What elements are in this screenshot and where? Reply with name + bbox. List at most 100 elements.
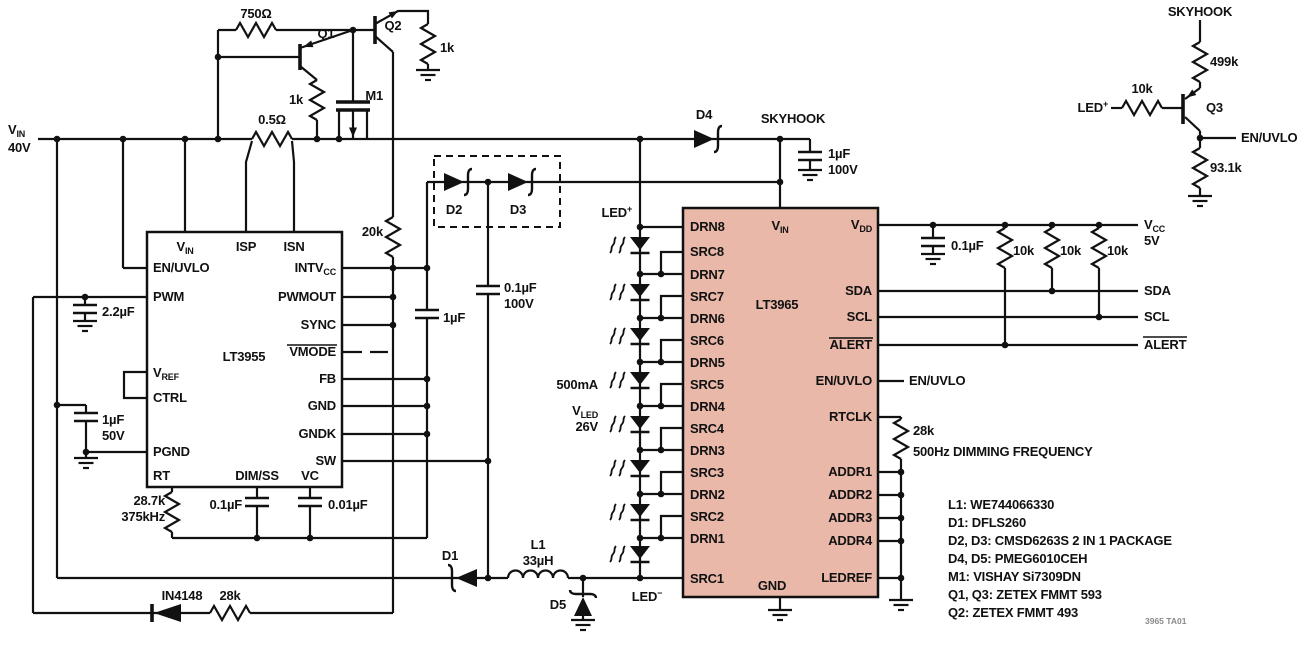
inductor-l1-value: 33µH bbox=[523, 553, 554, 568]
q1-label: Q1 bbox=[318, 26, 335, 41]
lt3955-pin-dimss: DIM/SS bbox=[235, 468, 279, 483]
lt3965-pin-alert: ALERT bbox=[830, 337, 873, 352]
led-7 bbox=[608, 282, 652, 302]
cap-1uf50v-label: 1µF bbox=[102, 412, 124, 427]
diode-d5-label: D5 bbox=[550, 597, 566, 612]
lt3965-pin-src8: SRC8 bbox=[690, 244, 724, 259]
lt3955-pin-pwmout: PWMOUT bbox=[278, 289, 336, 304]
lt3965-pin-drn4: DRN4 bbox=[690, 399, 726, 414]
junction-dots bbox=[53, 26, 1204, 582]
vled-value: 26V bbox=[575, 419, 598, 434]
ground-icon bbox=[766, 608, 794, 622]
lt3955-pin-pwm: PWM bbox=[153, 289, 184, 304]
cap-vdd-label: 0.1µF bbox=[951, 238, 984, 253]
ground-icon bbox=[919, 252, 947, 266]
lt3955-pin-gnd: GND bbox=[308, 398, 336, 413]
enuvlo-right-label: EN/UVLO bbox=[1241, 130, 1297, 145]
cap-skyhook-label: 1µF bbox=[828, 146, 850, 161]
diode-d2 bbox=[444, 167, 474, 197]
ground-icon bbox=[72, 456, 100, 470]
led-6 bbox=[608, 326, 652, 346]
resistor-499k-label: 499k bbox=[1210, 54, 1239, 69]
led-4 bbox=[608, 414, 652, 434]
resistor-10k-base-label: 10k bbox=[1131, 81, 1153, 96]
resistor-10k-2 bbox=[1043, 226, 1061, 270]
led-minus-label: LED− bbox=[632, 588, 662, 604]
lt3965-pin-enuvlo: EN/UVLO bbox=[816, 373, 872, 388]
ic-lt3955-body bbox=[145, 230, 344, 489]
diode-d4 bbox=[694, 124, 724, 154]
diode-d2-label: D2 bbox=[446, 202, 462, 217]
cap-1uf-intvcc bbox=[413, 308, 441, 320]
cap-0p1uf-100v bbox=[474, 284, 502, 296]
resistor-28k-rtclk-label: 28k bbox=[913, 423, 935, 438]
cap-dimss-label: 0.1µF bbox=[209, 497, 242, 512]
cap-1uf50v-voltage: 50V bbox=[102, 428, 125, 443]
lt3965-pin-drn7: DRN7 bbox=[690, 267, 725, 282]
led-plus-right-label: LED+ bbox=[1078, 99, 1108, 115]
diode-d3-label: D3 bbox=[510, 202, 526, 217]
lt3965-pin-drn5: DRN5 bbox=[690, 355, 725, 370]
lt3955-pin-vc: VC bbox=[301, 468, 319, 483]
pullup-2-label: 10k bbox=[1060, 243, 1082, 258]
ic-lt3965-name: LT3965 bbox=[756, 297, 799, 312]
lt3965-pin-addr4: ADDR4 bbox=[828, 533, 873, 548]
resistor-20k bbox=[384, 215, 402, 259]
lt3965-pin-addr2: ADDR2 bbox=[828, 487, 872, 502]
figure-number: 3965 TA01 bbox=[1145, 616, 1187, 626]
diode-in4148 bbox=[150, 604, 181, 622]
lt3955-pin-intvcc: INTVCC bbox=[295, 260, 337, 277]
vin-source-label: VIN bbox=[8, 122, 25, 139]
lt3965-pin-src3: SRC3 bbox=[690, 465, 724, 480]
labels: VIN 40V 750Ω Q1 1k Q2 1k M1 0.5Ω 2.2µF 1… bbox=[8, 4, 1298, 626]
diode-d5 bbox=[568, 588, 598, 616]
diode-d4-label: D4 bbox=[696, 107, 713, 122]
resistor-28p7k-label: 28.7k bbox=[133, 493, 166, 508]
ground-icon bbox=[796, 168, 824, 182]
scl-net-label: SCL bbox=[1144, 309, 1170, 324]
inductor-l1 bbox=[506, 569, 570, 579]
lt3965-pin-src2: SRC2 bbox=[690, 509, 724, 524]
lt3955-pin-sw: SW bbox=[315, 453, 336, 468]
led-3 bbox=[608, 458, 652, 478]
resistor-28p7k-freq: 375kHz bbox=[121, 509, 165, 524]
vled-label: VLED bbox=[572, 403, 599, 420]
resistor-28k-rtclk bbox=[892, 417, 910, 461]
lt3955-pin-rt: RT bbox=[153, 468, 170, 483]
resistor-750 bbox=[234, 21, 278, 39]
lt3965-pin-drn3: DRN3 bbox=[690, 443, 725, 458]
resistor-10k-1 bbox=[996, 226, 1014, 270]
bom-line-d2d3: D2, D3: CMSD6263S 2 IN 1 PACKAGE bbox=[948, 533, 1172, 548]
q3-label: Q3 bbox=[1206, 100, 1223, 115]
lt3955-pin-vref: VREF bbox=[153, 365, 180, 382]
q2-label: Q2 bbox=[385, 18, 402, 33]
cap-skyhook-voltage: 100V bbox=[828, 162, 858, 177]
transistor-q2 bbox=[373, 11, 398, 44]
cap-boost-voltage: 100V bbox=[504, 296, 534, 311]
diode-d1-label: D1 bbox=[442, 548, 458, 563]
vin-source-value: 40V bbox=[8, 140, 31, 155]
vcc-net-label: VCC bbox=[1144, 217, 1166, 234]
lt3955-pin-pgnd: PGND bbox=[153, 444, 190, 459]
lt3965-pin-drn6: DRN6 bbox=[690, 311, 725, 326]
lt3965-pin-rtclk: RTCLK bbox=[829, 409, 873, 424]
resistor-1k-q2 bbox=[419, 22, 437, 66]
led-8 bbox=[608, 235, 652, 255]
cap-1uf-skyhook bbox=[796, 150, 824, 162]
lt3955-pin-sync: SYNC bbox=[301, 317, 337, 332]
m1-label: M1 bbox=[365, 88, 383, 103]
alert-net-label: ALERT bbox=[1144, 337, 1187, 352]
lt3955-pin-isn: ISN bbox=[283, 239, 304, 254]
skyhook-top-label: SKYHOOK bbox=[1168, 4, 1233, 19]
bom-line-l1: L1: WE744066330 bbox=[948, 497, 1054, 512]
resistor-28p7k bbox=[163, 490, 181, 534]
bom-line-q2: Q2: ZETEX FMMT 493 bbox=[948, 605, 1078, 620]
mosfet-m1 bbox=[336, 100, 370, 137]
resistor-0p5-sense bbox=[250, 130, 294, 148]
led-1 bbox=[608, 544, 652, 564]
ground-icon bbox=[887, 598, 915, 612]
led-plus-label: LED+ bbox=[602, 204, 632, 220]
lt3955-pin-isp: ISP bbox=[236, 239, 257, 254]
resistor-28k-bottom bbox=[208, 604, 252, 622]
